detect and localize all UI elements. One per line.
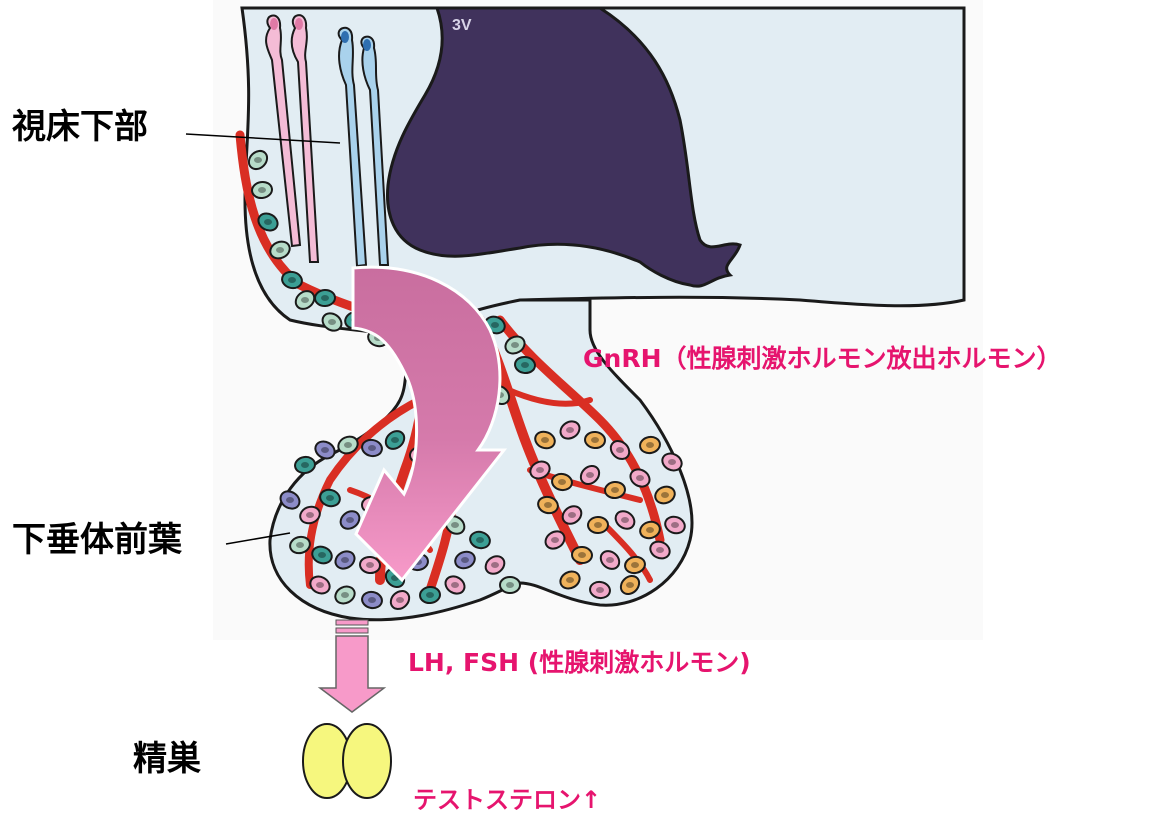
lh-fsh-label: LH, FSH (性腺刺激ホルモン)	[408, 650, 751, 675]
cell-nucleus	[544, 502, 552, 508]
cell-nucleus	[596, 587, 604, 593]
cell-nucleus	[511, 342, 519, 348]
cell-nucleus	[276, 247, 284, 253]
cell-nucleus	[566, 427, 574, 433]
cell-nucleus	[346, 517, 354, 523]
cell-nucleus	[671, 522, 679, 528]
third-ventricle-label: 3V	[452, 18, 472, 34]
cell-nucleus	[264, 219, 272, 225]
cell-nucleus	[321, 447, 329, 453]
cell-nucleus	[558, 479, 566, 485]
cell-nucleus	[586, 472, 594, 478]
cell-nucleus	[451, 522, 459, 528]
cell-nucleus	[491, 562, 499, 568]
cell-nucleus	[476, 537, 484, 543]
cell-nucleus	[288, 277, 296, 283]
hypothalamus-label: 視床下部	[12, 110, 148, 144]
cell-nucleus	[646, 527, 654, 533]
cell-nucleus	[491, 322, 499, 328]
testis-icon	[303, 724, 391, 798]
cell-nucleus	[461, 557, 469, 563]
cell-nucleus	[316, 582, 324, 588]
cell-nucleus	[451, 582, 459, 588]
cell-nucleus	[541, 437, 549, 443]
cell-nucleus	[344, 442, 352, 448]
gnrh-label: GnRH（性腺刺激ホルモン放出ホルモン）	[583, 346, 1062, 371]
cell-nucleus	[326, 495, 334, 501]
cell-nucleus	[286, 497, 294, 503]
cell-nucleus	[254, 157, 262, 163]
cell-nucleus	[391, 437, 399, 443]
testosterone-label: テストステロン↑	[413, 788, 601, 812]
cell-nucleus	[568, 512, 576, 518]
cell-nucleus	[591, 437, 599, 443]
cell-nucleus	[631, 562, 639, 568]
cell-nucleus	[611, 487, 619, 493]
cell-nucleus	[551, 537, 559, 543]
cell-nucleus	[536, 467, 544, 473]
cell-nucleus	[258, 187, 266, 193]
cell-nucleus	[578, 552, 586, 558]
cell-nucleus	[368, 597, 376, 603]
cell-nucleus	[594, 522, 602, 528]
cell-nucleus	[301, 462, 309, 468]
cell-nucleus	[306, 512, 314, 518]
cell-nucleus	[396, 597, 404, 603]
cell-nucleus	[366, 562, 374, 568]
cell-nucleus	[318, 552, 326, 558]
cell-nucleus	[661, 492, 669, 498]
cell-nucleus	[521, 362, 529, 368]
cell-nucleus	[368, 445, 376, 451]
cell-nucleus	[328, 319, 336, 325]
cell-nucleus	[341, 592, 349, 598]
cell-nucleus	[301, 297, 309, 303]
testis-label: 精巣	[133, 742, 201, 776]
cell-nucleus	[636, 475, 644, 481]
cell-nucleus	[621, 517, 629, 523]
anterior-pituitary-label: 下垂体前葉	[12, 523, 182, 557]
cell-nucleus	[566, 577, 574, 583]
cell-nucleus	[668, 459, 676, 465]
cell-nucleus	[321, 295, 329, 301]
cell-nucleus	[616, 447, 624, 453]
cell-nucleus	[296, 542, 304, 548]
cell-nucleus	[426, 592, 434, 598]
cell-nucleus	[606, 557, 614, 563]
cell-nucleus	[626, 582, 634, 588]
cell-nucleus	[341, 557, 349, 563]
cell-nucleus	[656, 547, 664, 553]
cell-nucleus	[506, 582, 514, 588]
cell-nucleus	[646, 442, 654, 448]
